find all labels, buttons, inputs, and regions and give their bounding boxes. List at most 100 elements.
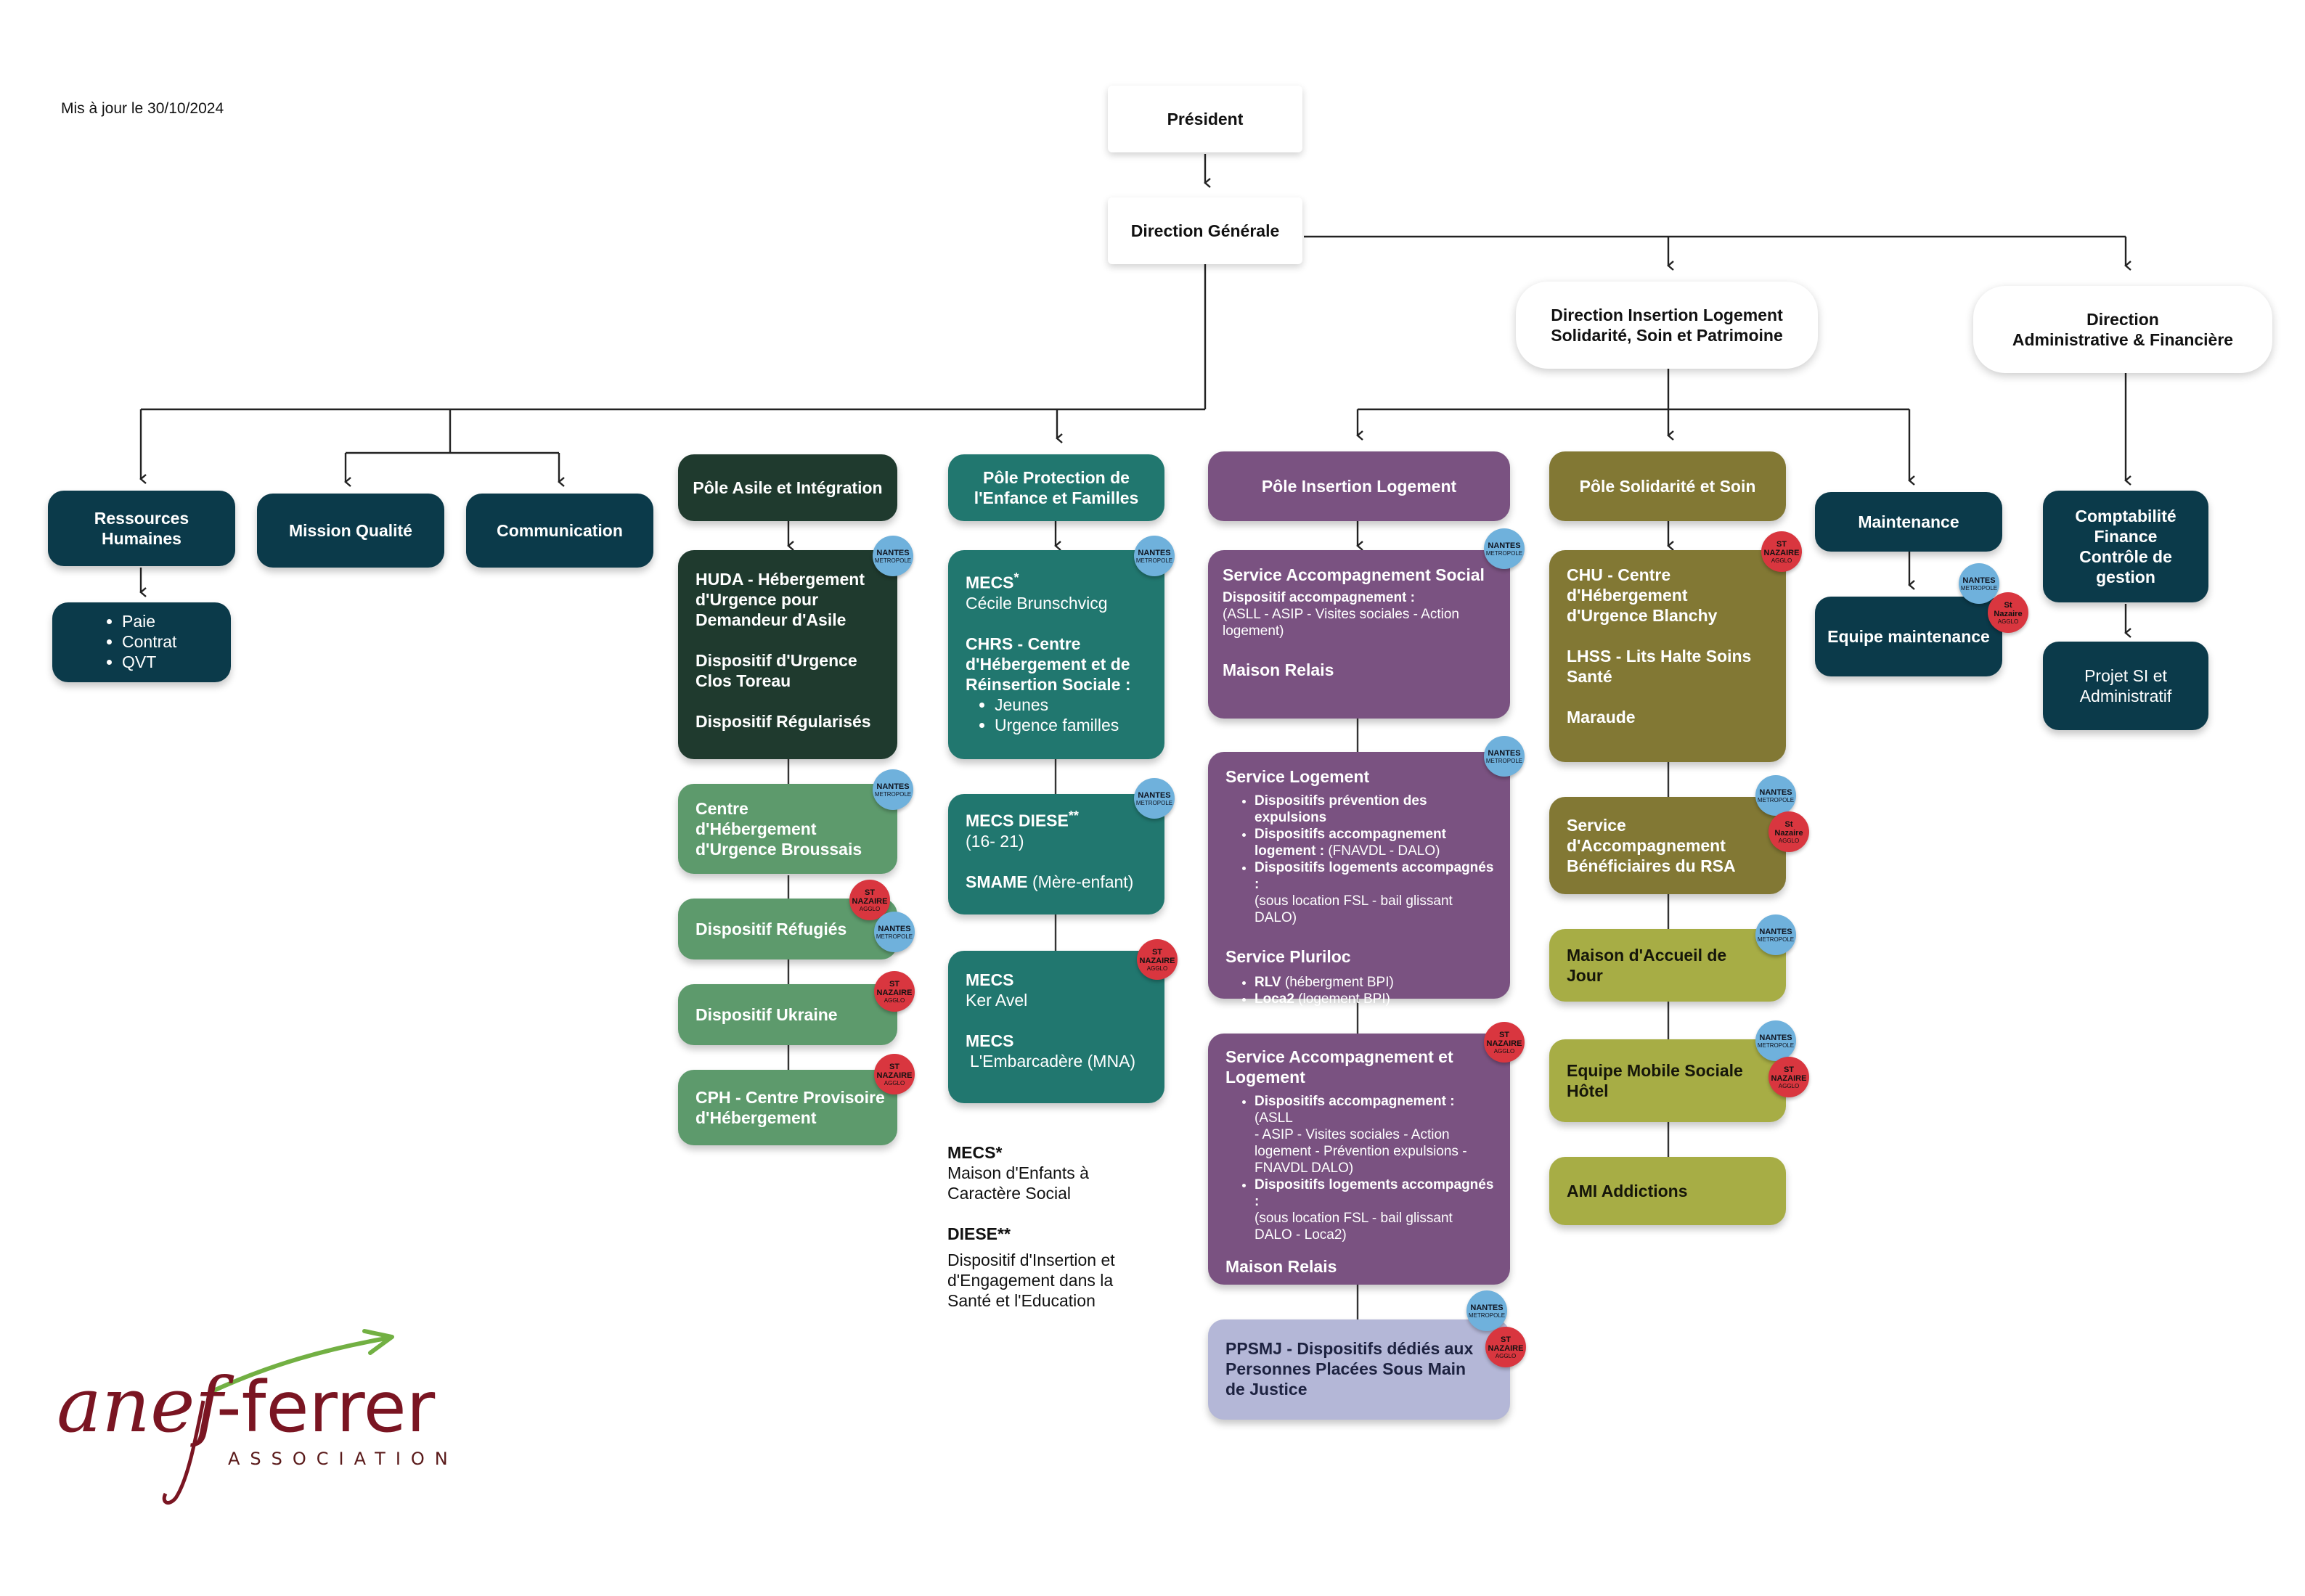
direction-generale-label: Direction Générale [1130,221,1280,240]
mecs-ker-avel-box[interactable]: MECS Ker Avel MECS L'Embarcadère (MNA) S… [948,939,1178,1103]
projet-si-box[interactable]: Projet SI et Administratif [2043,642,2208,730]
ppsmj-label: PPSMJ - Dispositifs dédiés aux Personnes… [1225,1339,1474,1399]
direction-generale-box[interactable]: Direction Générale [1108,197,1302,264]
pole-protection-label: Pôle Protection de l'Enfance et Familles [974,468,1139,507]
mecs-diese-age: (16- 21) [966,831,1024,851]
sal-item: Dispositifs logements accompagnés : (sou… [1255,1176,1494,1243]
projet-si-label: Projet SI et Administratif [2079,666,2172,705]
logement-item: Dispositifs accompagnement logement : (F… [1255,826,1494,859]
mecs-chrs-box[interactable]: MECS* Cécile Brunschvicg CHRS - Centre d… [948,536,1175,759]
legend: MECS* Maison d'Enfants à Caractère Socia… [947,1142,1165,1311]
direction-administrative-box[interactable]: Direction Administrative & Financière [1973,286,2272,373]
ressources-humaines-box[interactable]: Ressources Humaines [48,491,235,566]
ker-avel-label: Ker Avel [966,991,1028,1010]
chrs-item-urgence: Urgence familles [995,715,1149,735]
mission-qualite-box[interactable]: Mission Qualité [257,494,444,568]
sal-list: Dispositifs accompagnement : (ASLL - ASI… [1225,1093,1494,1243]
communication-label: Communication [497,521,623,540]
pole-protection-box[interactable]: Pôle Protection de l'Enfance et Familles [948,454,1164,521]
service-logement-title: Service Logement [1225,767,1370,786]
chrs-list: Jeunes Urgence familles [966,695,1149,735]
accueil-jour-label: Maison d'Accueil de Jour [1567,946,1727,985]
legend-diese-desc: Dispositif d'Insertion et d'Engagement d… [947,1251,1115,1310]
mecs-diese-label: MECS DIESE [966,811,1069,830]
sas-title: Service Accompagnement Social [1223,565,1485,584]
cph-box[interactable]: CPH - Centre Provisoire d'Hébergement ST… [678,1054,915,1145]
pluriloc-item: RLV (hébergment BPI) [1255,974,1494,991]
ukraine-label: Dispositif Ukraine [695,1005,838,1024]
pluriloc-item: Loca2 (logement BPI) [1255,991,1494,1007]
sal-maison-relais: Maison Relais [1225,1257,1337,1276]
broussais-label: Centre d'Hébergement d'Urgence Broussais [695,799,862,859]
chu-label: CHU - Centre d'Hébergement d'Urgence Bla… [1567,565,1718,625]
sas-subtitle: Dispositif accompagnement : [1223,590,1415,605]
broussais-box[interactable]: Centre d'Hébergement d'Urgence Broussais… [678,769,913,874]
logement-item: Dispositifs logements accompagnés : (sou… [1255,859,1494,926]
cph-label: CPH - Centre Provisoire d'Hébergement [695,1088,885,1127]
maintenance-label: Maintenance [1858,512,1959,531]
rh-items-box[interactable]: Paie Contrat QVT [52,602,231,682]
maintenance-box[interactable]: Maintenance [1815,492,2002,552]
mecs-diese-box[interactable]: MECS DIESE** (16- 21) SMAME (Mère-enfant… [948,778,1175,914]
president-box[interactable]: Président [1108,86,1302,152]
legend-diese-title: DIESE** [947,1224,1011,1243]
lhss-label: LHSS - Lits Halte Soins Santé [1567,647,1752,686]
clos-toreau-label: Dispositif d'Urgence Clos Toreau [695,651,857,690]
chrs-label: CHRS - Centre d'Hébergement et de Réinse… [966,634,1131,694]
service-accompagnement-social-box[interactable]: Service Accompagnement Social Dispositif… [1208,528,1525,719]
comptabilite-label: Comptabilité Finance Contrôle de gestion [2075,507,2177,586]
huda-box[interactable]: HUDA - Hébergement d'Urgence pour Demand… [678,536,913,759]
smame-label: SMAME [966,872,1028,891]
ppsmj-box[interactable]: PPSMJ - Dispositifs dédiés aux Personnes… [1208,1290,1526,1420]
service-accompagnement-logement-box[interactable]: Service Accompagnement et Logement Dispo… [1208,1022,1525,1285]
rh-items-list: Paie Contrat QVT [52,602,231,672]
pole-insertion-box[interactable]: Pôle Insertion Logement [1208,451,1510,521]
pluriloc-list: RLV (hébergment BPI) Loca2 (logement BPI… [1225,974,1494,1007]
direction-insertion-box[interactable]: Direction Insertion Logement Solidarité,… [1516,282,1818,369]
service-logement-list: Dispositifs prévention des expulsions Di… [1225,793,1494,926]
direction-administrative-label: Direction Administrative & Financière [2012,310,2234,349]
cecile-label: Cécile Brunschvicg [966,593,1108,613]
logo-association: ASSOCIATION [228,1449,458,1469]
diese-mark: ** [1068,809,1079,823]
chu-blanchy-box[interactable]: CHU - Centre d'Hébergement d'Urgence Bla… [1549,531,1802,762]
refugies-label: Dispositif Réfugiés [695,920,847,938]
logo-word-ferrer: -ferrer [216,1367,436,1448]
president-label: Président [1167,110,1244,128]
ami-addictions-box[interactable]: AMI Addictions [1549,1157,1786,1225]
maraude-label: Maraude [1567,708,1636,727]
pole-solidarite-box[interactable]: Pôle Solidarité et Soin [1549,451,1786,521]
rsa-box[interactable]: Service d'Accompagnement Bénéficiaires d… [1549,775,1809,894]
mecs-label: MECS [966,573,1014,592]
pole-asile-box[interactable]: Pôle Asile et Intégration [678,454,897,521]
mecs-ker-avel-label: MECS [966,970,1014,989]
sal-title: Service Accompagnement et Logement [1225,1047,1453,1086]
ami-addictions-label: AMI Addictions [1567,1182,1688,1200]
equipe-maintenance-label: Equipe maintenance [1827,627,1990,646]
ressources-humaines-label: Ressources Humaines [94,509,189,548]
communication-box[interactable]: Communication [466,494,653,568]
smame-detail: (Mère-enfant) [1027,872,1134,891]
comptabilite-box[interactable]: Comptabilité Finance Contrôle de gestion [2043,491,2208,602]
rh-item-contrat: Contrat [122,631,231,652]
service-logement-box[interactable]: Service Logement Dispositifs prévention … [1208,736,1525,1007]
rh-item-paie: Paie [122,611,231,631]
sal-item: Dispositifs accompagnement : (ASLL - ASI… [1255,1093,1494,1176]
mission-qualite-label: Mission Qualité [289,521,412,540]
sas-maison-relais: Maison Relais [1223,660,1334,679]
